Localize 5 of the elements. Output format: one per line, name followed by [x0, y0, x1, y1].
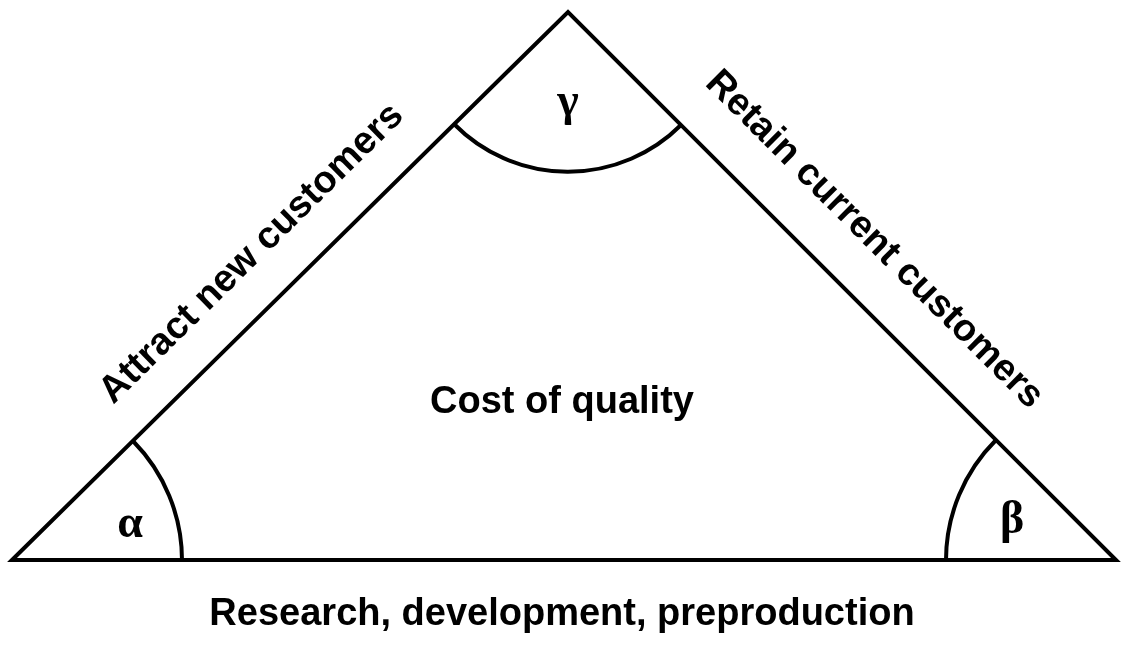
angle-symbol: α — [117, 499, 143, 545]
angle-symbol: γ — [557, 77, 579, 123]
triangle-label: Cost of quality — [430, 378, 694, 422]
base-label: Research, development, preproduction — [209, 593, 915, 631]
angle-symbol: β — [999, 495, 1025, 541]
